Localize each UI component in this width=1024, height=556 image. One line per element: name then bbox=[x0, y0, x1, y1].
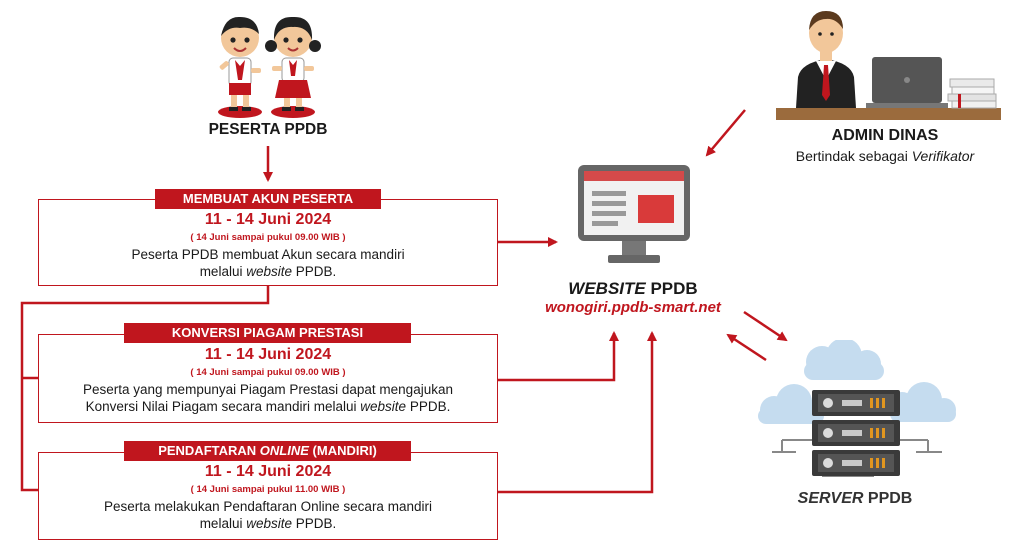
website-url-link[interactable]: wonogiri.ppdb-smart.net bbox=[545, 299, 721, 316]
website-label-emphasis: WEBSITE bbox=[568, 279, 646, 298]
step-title-suffix: (MANDIRI) bbox=[312, 443, 377, 458]
server-illustration bbox=[758, 340, 956, 477]
students-illustration bbox=[218, 16, 321, 118]
step-desc-prefix: melalui bbox=[199, 516, 243, 531]
step-description: Peserta melakukan Pendaftaran Online sec… bbox=[39, 498, 497, 532]
step-title-membuat-akun: MEMBUAT AKUN PESERTA bbox=[155, 189, 381, 209]
step-date: 11 - 14 Juni 2024 bbox=[204, 211, 332, 228]
admin-role-prefix: Bertindak sebagai bbox=[795, 148, 908, 164]
website-monitor-icon bbox=[578, 165, 690, 263]
server-label-emphasis: SERVER bbox=[797, 490, 864, 507]
step-desc-suffix: PPDB. bbox=[295, 264, 337, 279]
step-desc-line1: Peserta melakukan Pendaftaran Online sec… bbox=[104, 499, 432, 514]
admin-role-emphasis: Verifikator bbox=[911, 148, 975, 164]
step-desc-prefix: Konversi Nilai Piagam secara mandiri mel… bbox=[85, 399, 357, 414]
step-description: Peserta yang mempunyai Piagam Prestasi d… bbox=[39, 381, 497, 415]
server-label: SERVER PPDB bbox=[760, 490, 950, 508]
peserta-label: PESERTA PPDB bbox=[208, 121, 328, 138]
server-label-rest: PPDB bbox=[867, 490, 913, 507]
server-rack-icon bbox=[812, 390, 900, 476]
step-desc-line2: Konversi Nilai Piagam secara mandiri mel… bbox=[39, 398, 497, 415]
admin-role: Bertindak sebagai Verifikator bbox=[760, 148, 1010, 164]
step-note: ( 14 Juni sampai pukul 09.00 WIB ) bbox=[190, 367, 346, 378]
student-girl-icon bbox=[265, 16, 321, 111]
step-title-emphasis: ONLINE bbox=[259, 443, 309, 458]
step-desc-emphasis: website bbox=[246, 264, 293, 279]
website-label-rest: PPDB bbox=[650, 279, 698, 298]
admin-label: ADMIN DINAS bbox=[831, 127, 939, 144]
step-date: 11 - 14 Juni 2024 bbox=[204, 346, 332, 363]
step-desc-line2: melalui website PPDB. bbox=[39, 263, 497, 280]
step-box-konversi-piagam: 11 - 14 Juni 2024 ( 14 Juni sampai pukul… bbox=[38, 334, 498, 423]
arrow-website-to-server bbox=[743, 310, 788, 342]
laptop-icon bbox=[866, 57, 948, 108]
arrow-admin-to-website bbox=[705, 109, 746, 157]
website-label: WEBSITE PPDB bbox=[522, 279, 744, 299]
step-title-prefix: PENDAFTARAN bbox=[158, 443, 257, 458]
books-icon bbox=[947, 78, 997, 109]
admin-person-icon bbox=[796, 11, 856, 108]
step-description: Peserta PPDB membuat Akun secara mandiri… bbox=[39, 246, 497, 280]
step-desc-suffix: PPDB. bbox=[409, 399, 451, 414]
step-desc-emphasis: website bbox=[360, 399, 407, 414]
arrow-step3-to-website bbox=[498, 331, 657, 494]
step-date: 11 - 14 Juni 2024 bbox=[204, 463, 332, 480]
student-boy-icon bbox=[219, 16, 261, 111]
step-title-konversi-piagam: KONVERSI PIAGAM PRESTASI bbox=[124, 323, 411, 343]
step-desc-emphasis: website bbox=[246, 516, 293, 531]
arrow-server-to-website bbox=[726, 333, 767, 362]
step-desc-line1: Peserta yang mempunyai Piagam Prestasi d… bbox=[83, 382, 453, 397]
step-note: ( 14 Juni sampai pukul 11.00 WIB ) bbox=[190, 484, 346, 495]
step-box-pendaftaran-online: 11 - 14 Juni 2024 ( 14 Juni sampai pukul… bbox=[38, 452, 498, 540]
step-desc-prefix: melalui bbox=[199, 264, 243, 279]
arrow-step2-to-website bbox=[498, 331, 619, 382]
step-note: ( 14 Juni sampai pukul 09.00 WIB ) bbox=[190, 232, 346, 243]
step-desc-line1: Peserta PPDB membuat Akun secara mandiri bbox=[131, 247, 405, 262]
connector-step1-spine bbox=[20, 286, 270, 492]
step-title-pendaftaran-online: PENDAFTARAN ONLINE (MANDIRI) bbox=[124, 441, 411, 461]
admin-illustration bbox=[776, 11, 1001, 120]
step-box-membuat-akun: 11 - 14 Juni 2024 ( 14 Juni sampai pukul… bbox=[38, 199, 498, 286]
step-desc-line2: melalui website PPDB. bbox=[39, 515, 497, 532]
step-desc-suffix: PPDB. bbox=[295, 516, 337, 531]
